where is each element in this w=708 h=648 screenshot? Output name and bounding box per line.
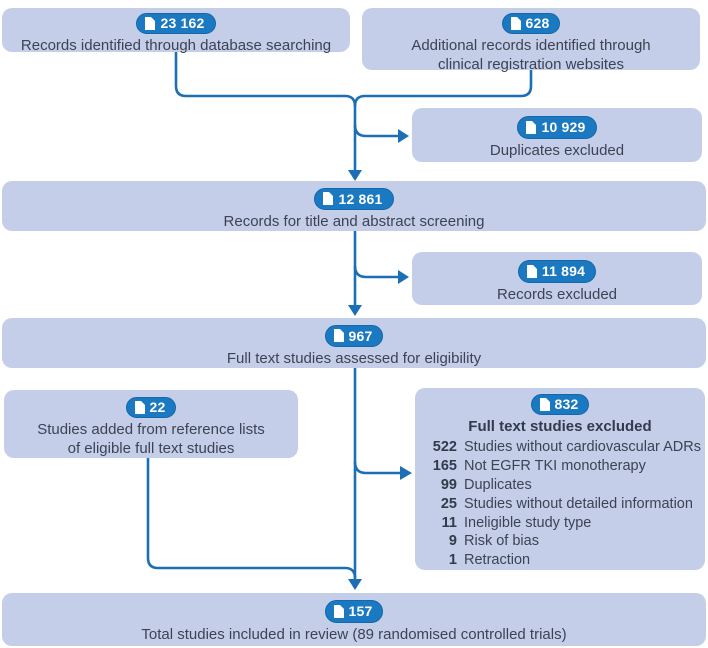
arrow-down-to-included bbox=[348, 579, 362, 590]
connector-right-top-merge bbox=[353, 70, 533, 107]
reason-count: 165 bbox=[432, 458, 457, 475]
reason-count: 1 bbox=[448, 552, 457, 569]
arrow-right-to-duplicates bbox=[398, 129, 409, 143]
box-label: Duplicates excluded bbox=[489, 142, 625, 159]
record-count: 157 bbox=[348, 603, 373, 619]
reason-count: 99 bbox=[440, 477, 457, 494]
reason-count: 25 bbox=[440, 495, 457, 512]
connector-branch-records-excluded bbox=[353, 265, 399, 279]
reason-label: Not EGFR TKI monotherapy bbox=[464, 458, 646, 475]
box-total-included: 157 Total studies included in review (89… bbox=[2, 593, 706, 646]
connector-reference-lists-merge bbox=[146, 458, 357, 579]
reason-row: 25 Studies without detailed information bbox=[425, 495, 699, 514]
reason-label: Ineligible study type bbox=[464, 514, 592, 531]
reason-label: Retraction bbox=[464, 552, 531, 569]
exclusion-reasons-list: 522 Studies without cardiovascular ADRs … bbox=[415, 438, 705, 570]
document-icon bbox=[539, 397, 550, 411]
count-badge: 832 bbox=[530, 394, 590, 416]
box-label: Studies added from reference lists of el… bbox=[37, 421, 265, 457]
record-count: 23 162 bbox=[160, 15, 205, 31]
record-count: 22 bbox=[149, 399, 166, 415]
arrow-right-to-records-excluded bbox=[398, 270, 409, 284]
arrow-right-to-fulltext-excluded bbox=[400, 466, 412, 480]
document-icon bbox=[526, 120, 537, 134]
count-badge: 157 bbox=[324, 600, 384, 623]
reason-count: 9 bbox=[448, 533, 457, 550]
count-badge: 628 bbox=[501, 13, 561, 34]
reason-row: 99 Duplicates bbox=[425, 476, 699, 495]
document-icon bbox=[526, 264, 537, 278]
document-icon bbox=[323, 192, 334, 205]
connector-left-top-merge bbox=[174, 52, 357, 107]
box-label: Records excluded bbox=[496, 286, 618, 303]
count-badge: 10 929 bbox=[517, 116, 597, 139]
box-registry-records: 628 Additional records identified throug… bbox=[362, 8, 700, 73]
record-count: 10 929 bbox=[541, 119, 586, 135]
document-icon bbox=[145, 16, 156, 30]
reason-label: Risk of bias bbox=[464, 533, 539, 550]
reason-label: Studies without detailed information bbox=[464, 495, 693, 512]
record-count: 12 861 bbox=[338, 190, 383, 207]
box-label: Records for title and abstract screening bbox=[223, 213, 485, 230]
document-icon bbox=[333, 604, 344, 618]
connector-branch-duplicates bbox=[353, 124, 399, 138]
record-count: 967 bbox=[348, 327, 373, 344]
record-count: 832 bbox=[554, 396, 579, 413]
document-icon bbox=[510, 16, 521, 30]
box-database-searching: 23 162 Records identified through databa… bbox=[2, 8, 350, 54]
box-fulltext-excluded: 832 Full text studies excluded 522 Studi… bbox=[415, 388, 705, 570]
box-label: Full text studies assessed for eligibili… bbox=[226, 350, 482, 367]
reason-count: 522 bbox=[432, 439, 457, 456]
reason-row: 11 Ineligible study type bbox=[425, 514, 699, 533]
box-fulltext-assessed: 967 Full text studies assessed for eligi… bbox=[2, 318, 706, 368]
count-badge: 12 861 bbox=[314, 188, 394, 210]
box-label: Total studies included in review (89 ran… bbox=[141, 626, 567, 643]
document-icon bbox=[333, 329, 344, 342]
count-badge: 23 162 bbox=[136, 13, 216, 34]
reason-row: 1 Retraction bbox=[425, 551, 699, 570]
box-label: Additional records identified through cl… bbox=[411, 37, 651, 73]
count-badge: 11 894 bbox=[517, 260, 597, 283]
box-reference-lists: 22 Studies added from reference lists of… bbox=[4, 390, 298, 458]
arrow-down-to-screening bbox=[348, 170, 362, 181]
arrow-down-to-fulltext bbox=[348, 305, 362, 316]
connector-branch-fulltext-excluded bbox=[353, 461, 401, 475]
reason-row: 9 Risk of bias bbox=[425, 532, 699, 551]
count-badge: 22 bbox=[125, 397, 177, 418]
count-badge: 967 bbox=[324, 325, 384, 347]
record-count: 11 894 bbox=[541, 263, 586, 279]
box-records-excluded: 11 894 Records excluded bbox=[412, 252, 702, 305]
reason-label: Duplicates bbox=[464, 477, 532, 494]
reason-count: 11 bbox=[441, 514, 457, 531]
box-duplicates-excluded: 10 929 Duplicates excluded bbox=[412, 108, 702, 162]
document-icon bbox=[134, 400, 145, 414]
box-label: Records identified through database sear… bbox=[20, 37, 332, 54]
reason-label: Studies without cardiovascular ADRs bbox=[464, 439, 701, 456]
reason-row: 522 Studies without cardiovascular ADRs bbox=[425, 438, 701, 457]
box-title-abstract-screening: 12 861 Records for title and abstract sc… bbox=[2, 181, 706, 231]
record-count: 628 bbox=[525, 15, 550, 31]
reason-row: 165 Not EGFR TKI monotherapy bbox=[425, 457, 699, 476]
exclusion-title: Full text studies excluded bbox=[468, 418, 652, 436]
